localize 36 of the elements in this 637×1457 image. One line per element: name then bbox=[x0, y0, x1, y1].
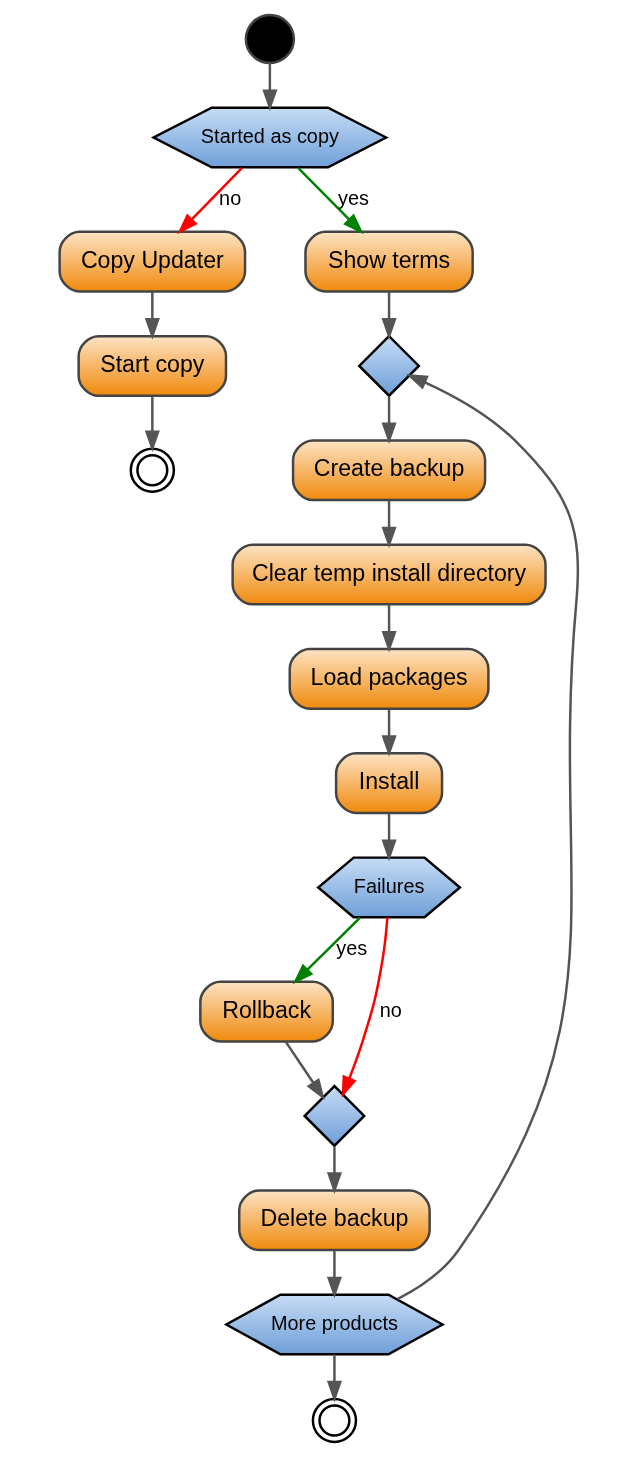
node-diamond bbox=[357, 334, 421, 398]
node-box: Copy Updater bbox=[57, 230, 246, 293]
node-box: Start copy bbox=[76, 334, 227, 397]
arrow bbox=[326, 1250, 342, 1299]
node-box: Create backup bbox=[291, 439, 486, 502]
edge-label: no bbox=[379, 998, 402, 1021]
arrow bbox=[381, 291, 397, 340]
arrow bbox=[261, 63, 277, 112]
node-box: Rollback bbox=[198, 980, 334, 1043]
arrow bbox=[381, 396, 397, 444]
node-circle bbox=[311, 1397, 357, 1444]
node-circle bbox=[129, 447, 175, 493]
arrow bbox=[341, 917, 389, 1098]
arrow bbox=[396, 374, 579, 1301]
node-box: Delete backup bbox=[237, 1189, 431, 1252]
node-box: Load packages bbox=[288, 647, 490, 710]
arrow bbox=[144, 396, 160, 452]
arrow bbox=[381, 500, 397, 549]
arrow bbox=[144, 291, 160, 340]
edge-label: no bbox=[218, 186, 241, 209]
node-box: Show terms bbox=[303, 230, 474, 293]
arrow bbox=[284, 1041, 325, 1100]
arrow bbox=[326, 1146, 342, 1194]
node-box: Clear temp install directory bbox=[230, 543, 547, 606]
arrow bbox=[381, 709, 397, 757]
edge-label: yes bbox=[335, 936, 367, 959]
node-circle bbox=[244, 13, 295, 65]
arrow bbox=[292, 916, 361, 985]
edge-label: yes bbox=[337, 186, 369, 209]
node-diamond bbox=[302, 1084, 366, 1148]
arrow bbox=[326, 1354, 342, 1403]
arrow bbox=[176, 166, 243, 235]
arrow bbox=[296, 166, 364, 235]
arrow bbox=[381, 604, 397, 653]
node-box: Install bbox=[334, 752, 443, 815]
arrow bbox=[381, 813, 397, 862]
